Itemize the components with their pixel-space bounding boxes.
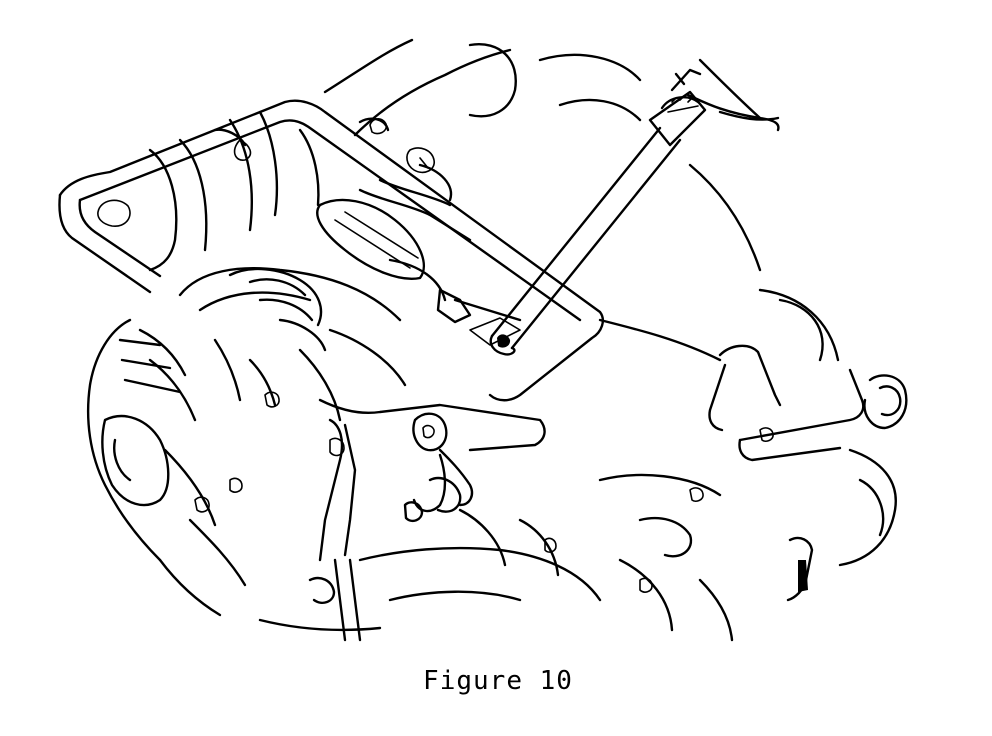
- bell-housing: [86, 318, 280, 617]
- lower-contours: [258, 508, 602, 632]
- pan-flange: [58, 99, 604, 402]
- shift-linkage: [308, 398, 546, 642]
- figure-caption: Figure 10: [423, 666, 573, 696]
- pan-interior: [148, 110, 472, 280]
- right-housing: [598, 318, 908, 642]
- background-contours: [323, 38, 840, 362]
- torque-wrench: [489, 68, 780, 356]
- valve-body: [178, 258, 522, 422]
